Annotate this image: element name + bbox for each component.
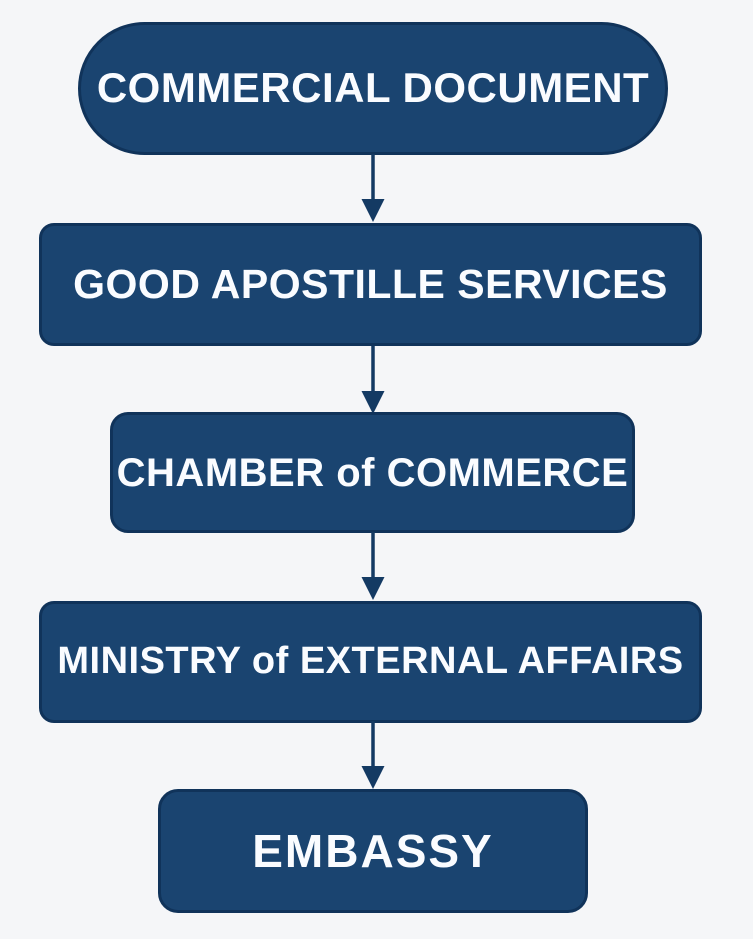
node-ministry-of-external-affairs-label: MINISTRY of EXTERNAL AFFAIRS	[57, 640, 684, 683]
node-good-apostille-services: GOOD APOSTILLE SERVICES	[39, 223, 702, 346]
flow-arrow-down-3	[361, 532, 385, 600]
node-commercial-document: COMMERCIAL DOCUMENT	[78, 22, 668, 155]
flow-arrow-down-4	[361, 721, 385, 789]
node-ministry-of-external-affairs: MINISTRY of EXTERNAL AFFAIRS	[39, 601, 702, 723]
node-embassy: EMBASSY	[158, 789, 588, 913]
node-commercial-document-label: COMMERCIAL DOCUMENT	[96, 64, 650, 112]
node-embassy-label: EMBASSY	[252, 824, 494, 877]
node-chamber-of-commerce-label: CHAMBER of COMMERCE	[116, 450, 629, 495]
flow-arrow-down-2	[361, 346, 385, 414]
flow-arrow-down-1	[361, 154, 385, 222]
node-good-apostille-services-label: GOOD APOSTILLE SERVICES	[73, 260, 668, 307]
node-chamber-of-commerce: CHAMBER of COMMERCE	[110, 412, 635, 533]
